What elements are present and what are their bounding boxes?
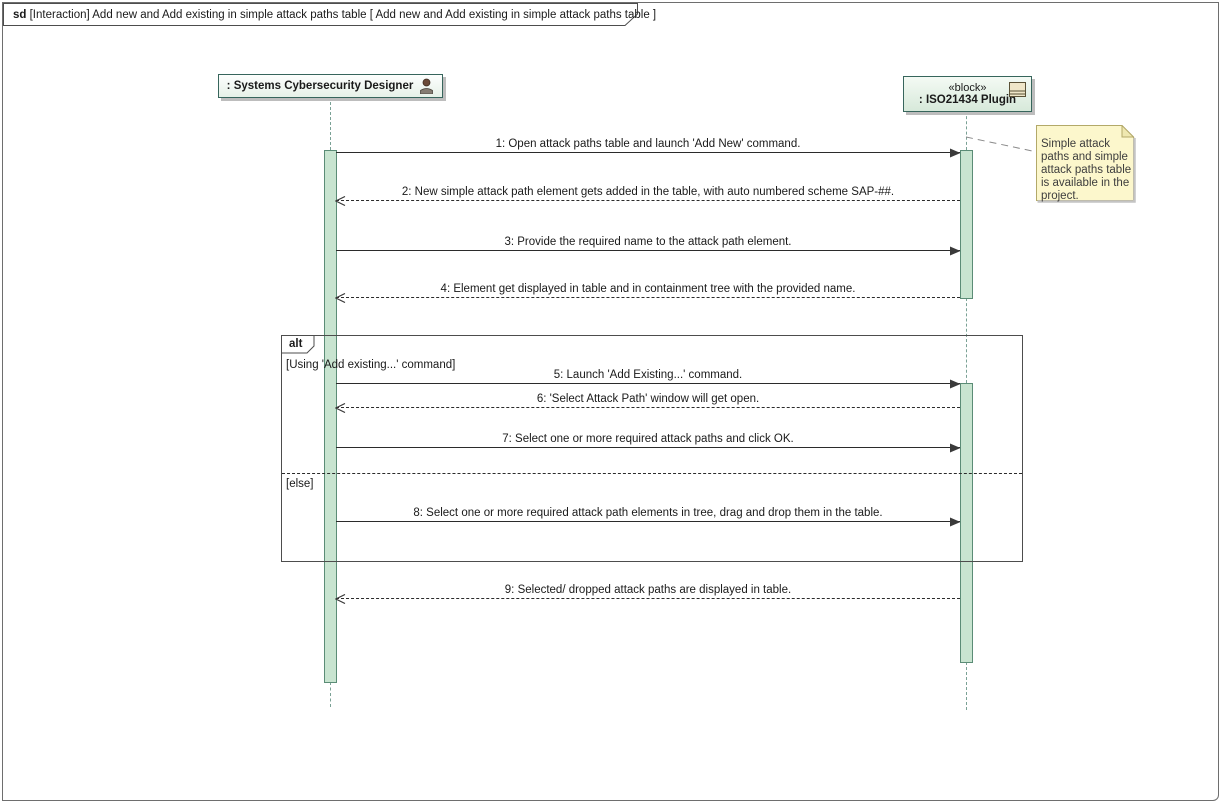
message-1: 1: Open attack paths table and launch 'A… <box>336 133 961 158</box>
message-8-line <box>336 521 960 522</box>
title-label: [Interaction] Add new and Add existing i… <box>26 9 657 21</box>
alt-fragment: alt [Using 'Add existing...' command] [e… <box>281 335 1023 562</box>
actor-icon <box>420 78 434 94</box>
arrowhead-filled-right-icon <box>950 379 961 389</box>
message-7-line <box>336 447 960 448</box>
activation-bar-designer <box>324 150 337 683</box>
message-6-line <box>336 407 960 408</box>
message-6-label: 6: 'Select Attack Path' window will get … <box>536 393 760 405</box>
arrowhead-open-left-icon <box>335 293 346 303</box>
message-2-line <box>336 200 960 201</box>
alt-guard-else: [else] <box>286 478 314 490</box>
title-tab-shape <box>3 3 638 26</box>
arrowhead-open-left-icon <box>335 196 346 206</box>
block-icon <box>1009 82 1026 97</box>
lifeline-2-dash-bottom <box>966 662 967 710</box>
lifeline-2-name: : ISO21434 Plugin <box>918 94 1017 106</box>
note: Simple attack paths and simple attack pa… <box>1036 124 1137 204</box>
note-shape <box>1036 124 1136 203</box>
message-4-line <box>336 297 960 298</box>
message-9: 9: Selected/ dropped attack paths are di… <box>335 579 960 604</box>
message-9-label: 9: Selected/ dropped attack paths are di… <box>504 584 792 596</box>
message-5-line <box>336 383 960 384</box>
message-8: 8: Select one or more required attack pa… <box>336 502 961 527</box>
arrowhead-filled-right-icon <box>950 148 961 158</box>
message-9-line <box>336 598 960 599</box>
message-1-line <box>336 152 960 153</box>
message-6: 6: 'Select Attack Path' window will get … <box>335 388 960 413</box>
alt-guard-add-existing: [Using 'Add existing...' command] <box>286 359 456 371</box>
title-keyword: sd <box>13 9 27 21</box>
lifeline-1-dash-top <box>330 97 331 150</box>
message-2: 2: New simple attack path element gets a… <box>335 181 960 206</box>
diagram-title-tab: sd [Interaction] Add new and Add existin… <box>3 3 656 27</box>
arrowhead-open-left-icon <box>335 403 346 413</box>
message-2-label: 2: New simple attack path element gets a… <box>401 186 895 198</box>
activation-bar-plugin-1 <box>960 150 973 299</box>
message-7-label: 7: Select one or more required attack pa… <box>502 433 794 445</box>
lifeline-2-stereotype: «block» <box>948 82 987 94</box>
lifeline-head-systems-cybersecurity-designer: : Systems Cybersecurity Designer <box>218 74 443 98</box>
alt-else-divider <box>282 473 1022 474</box>
message-4-label: 4: Element get displayed in table and in… <box>440 283 856 295</box>
message-5: 5: Launch 'Add Existing...' command. <box>336 364 961 389</box>
arrowhead-filled-right-icon <box>950 443 961 453</box>
message-3-label: 3: Provide the required name to the atta… <box>504 236 792 248</box>
message-1-label: 1: Open attack paths table and launch 'A… <box>495 138 801 150</box>
note-anchor-line <box>965 136 1038 153</box>
arrowhead-open-left-icon <box>335 594 346 604</box>
message-5-label: 5: Launch 'Add Existing...' command. <box>553 369 743 381</box>
alt-operator-label: alt <box>289 338 303 350</box>
arrowhead-filled-right-icon <box>950 517 961 527</box>
message-4: 4: Element get displayed in table and in… <box>335 278 960 303</box>
message-3: 3: Provide the required name to the atta… <box>336 231 961 256</box>
lifeline-head-iso21434-plugin: «block» : ISO21434 Plugin <box>903 76 1032 112</box>
lifeline-1-name: : Systems Cybersecurity Designer <box>226 80 414 92</box>
diagram-title: sd [Interaction] Add new and Add existin… <box>13 9 656 21</box>
activation-bar-plugin-2 <box>960 383 973 663</box>
message-7: 7: Select one or more required attack pa… <box>336 428 961 453</box>
lifeline-2-dash-mid <box>966 298 967 383</box>
lifeline-1-dash-bottom <box>330 682 331 707</box>
lifeline-2-dash-top <box>966 111 967 150</box>
alt-operator-tab <box>281 335 315 354</box>
message-8-label: 8: Select one or more required attack pa… <box>413 507 883 519</box>
message-3-line <box>336 250 960 251</box>
note-text: Simple attack paths and simple attack pa… <box>1041 138 1132 202</box>
arrowhead-filled-right-icon <box>950 246 961 256</box>
